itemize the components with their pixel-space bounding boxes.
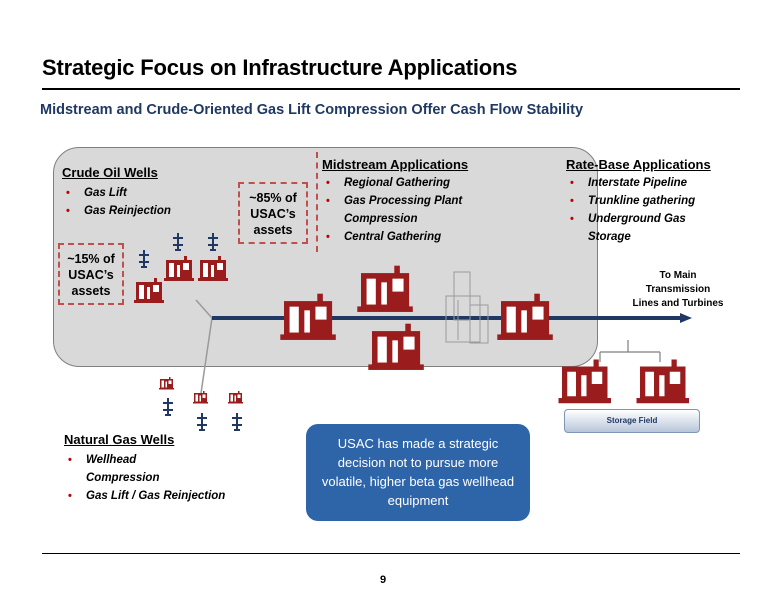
page-subtitle: Midstream and Crude-Oriented Gas Lift Co… (40, 102, 584, 118)
page-number: 9 (380, 574, 387, 586)
storage-field-label: Storage Field (564, 409, 700, 433)
title-divider (42, 88, 740, 90)
wellhead-icon (232, 413, 242, 431)
rate-base-header: Rate-Base Applications (566, 157, 711, 172)
pipeline-arrow-icon (680, 313, 692, 323)
wellhead-icon (208, 233, 218, 251)
list-item: Gas Lift / Gas Reinjection (64, 487, 244, 505)
compressor-icon (198, 256, 228, 281)
branch-line (199, 317, 213, 401)
to-main-transmission-label: To Main Transmission Lines and Turbines (614, 269, 742, 311)
list-item: Gas Lift (62, 184, 171, 202)
strategy-callout: USAC has made a strategic decision not t… (306, 424, 530, 521)
to-main-line: Transmission (645, 284, 711, 295)
gas-plant-icon (445, 271, 489, 344)
share-15-line: assets (71, 284, 111, 298)
share-85-line: ~85% of (249, 191, 297, 205)
share-85-line: USAC’s (250, 207, 296, 221)
wellhead-icon (139, 250, 149, 268)
to-main-line: To Main (659, 270, 697, 281)
list-item: Trunkline gathering (566, 192, 726, 210)
share-15-line: ~15% of (67, 252, 115, 266)
to-main-line: Lines and Turbines (632, 298, 724, 309)
list-item: Interstate Pipeline (566, 174, 726, 192)
wellhead-icon (163, 398, 173, 416)
compressor-icon (164, 256, 194, 281)
branch-line (195, 299, 213, 319)
list-item: Regional Gathering (322, 174, 502, 192)
list-item: Wellhead Compression (64, 451, 186, 487)
midstream-header: Midstream Applications (322, 157, 469, 172)
compressor-icon (558, 359, 611, 404)
share-15-line: USAC’s (68, 268, 114, 282)
rate-base-block: Rate-Base Applications Interstate Pipeli… (566, 157, 726, 246)
wellhead-icon (173, 233, 183, 251)
crude-oil-wells-block: Crude Oil Wells Gas Lift Gas Reinjection (62, 165, 171, 220)
natural-gas-wells-header: Natural Gas Wells (64, 432, 175, 447)
share-85-box: ~85% of USAC’s assets (238, 182, 308, 244)
share-85-line: assets (253, 223, 293, 237)
list-item: Underground Gas Storage (566, 210, 726, 246)
page-title: Strategic Focus on Infrastructure Applic… (42, 55, 518, 80)
compressor-icon (134, 278, 164, 303)
compressor-icon (368, 323, 424, 370)
natural-gas-wells-block: Natural Gas Wells Wellhead Compression G… (64, 432, 264, 505)
midstream-divider (316, 152, 318, 252)
list-item: Gas Processing Plant Compression (322, 192, 502, 228)
compressor-icon (357, 265, 413, 312)
crude-oil-wells-header: Crude Oil Wells (62, 165, 158, 180)
compressor-icon (636, 359, 689, 404)
footer-divider (42, 553, 740, 554)
compressor-icon (159, 377, 174, 390)
share-15-box: ~15% of USAC’s assets (58, 243, 124, 305)
compressor-icon (497, 293, 553, 340)
storage-connector (599, 340, 661, 362)
compressor-icon (228, 391, 243, 404)
midstream-block: Midstream Applications Regional Gatherin… (322, 157, 502, 246)
list-item: Gas Reinjection (62, 202, 171, 220)
compressor-icon (280, 293, 336, 340)
wellhead-icon (197, 413, 207, 431)
list-item: Central Gathering (322, 228, 502, 246)
